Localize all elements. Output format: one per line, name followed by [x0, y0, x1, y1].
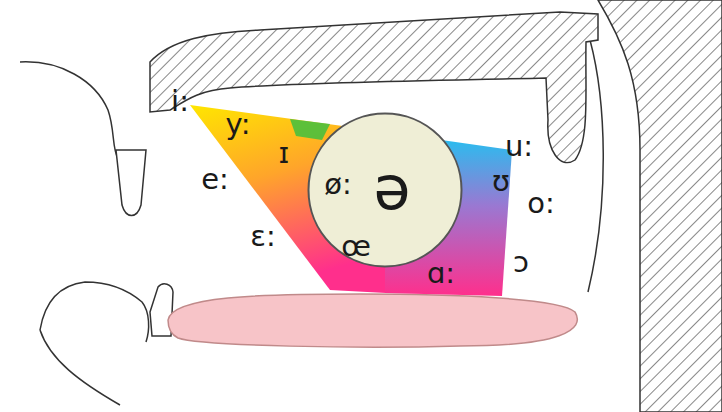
vowel-symbol: o:: [527, 189, 555, 218]
vowel-symbol: ø:: [324, 170, 352, 199]
back-wall-line: [588, 40, 603, 292]
green-tint: [290, 119, 330, 140]
vowel-symbol: œ: [341, 232, 371, 261]
vowel-space: i: y: ɪ e: ɛ: u: ʊ o: ɑ: ɔ ø: əœ: [150, 85, 570, 310]
vowel-symbol: ɛ:: [250, 222, 275, 251]
tongue: [168, 294, 577, 347]
vowel-symbol: i:: [171, 87, 189, 116]
vowel-symbol: y:: [226, 110, 251, 139]
vowel-symbol: e:: [201, 165, 229, 194]
schwa-circle: ø: əœ: [307, 112, 463, 268]
pharynx-wall: [598, 0, 722, 412]
vowel-symbol: ə: [374, 158, 411, 218]
lower-lip: [40, 282, 149, 342]
upper-tooth: [116, 150, 146, 216]
vowel-symbol: ʊ: [492, 167, 510, 196]
vowel-symbol: ɪ: [279, 139, 290, 168]
vowel-symbol: u:: [505, 132, 533, 161]
vowel-symbol: ɑ:: [427, 259, 455, 288]
chin: [40, 330, 120, 405]
circle-outline: [309, 114, 462, 267]
upper-lip: [20, 62, 118, 158]
vowel-symbol: ɔ: [513, 248, 529, 277]
